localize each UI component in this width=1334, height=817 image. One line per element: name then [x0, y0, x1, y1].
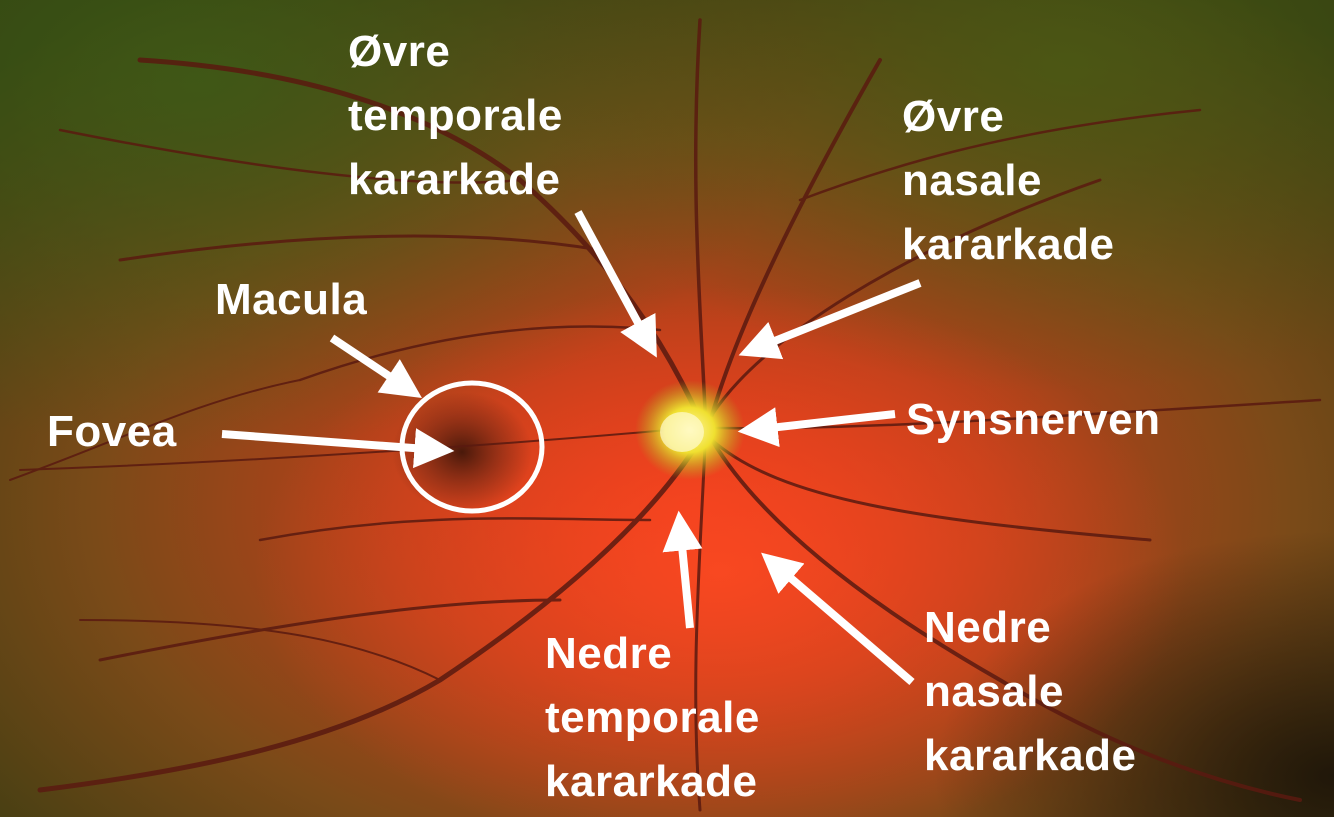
label-line: Fovea: [47, 407, 177, 456]
label-line: Øvre: [902, 92, 1005, 141]
label-upper-temporal-arcade: Øvre temporale kararkade: [348, 20, 563, 212]
label-line: temporale: [545, 693, 760, 742]
label-line: Synsnerven: [906, 395, 1161, 444]
label-fovea: Fovea: [47, 400, 177, 464]
label-lower-temporal-arcade: Nedre temporale kararkade: [545, 622, 760, 814]
label-optic-nerve: Synsnerven: [906, 388, 1160, 452]
label-line: Øvre: [348, 27, 451, 76]
label-line: nasale: [924, 667, 1064, 716]
label-line: kararkade: [348, 155, 561, 204]
label-upper-nasal-arcade: Øvre nasale kararkade: [902, 85, 1114, 277]
label-line: nasale: [902, 156, 1042, 205]
label-line: temporale: [348, 91, 563, 140]
label-line: kararkade: [902, 220, 1115, 269]
label-macula: Macula: [215, 268, 367, 332]
label-line: Nedre: [924, 603, 1052, 652]
label-line: kararkade: [545, 757, 758, 806]
label-lower-nasal-arcade: Nedre nasale kararkade: [924, 596, 1136, 788]
label-line: Macula: [215, 275, 368, 324]
label-line: Nedre: [545, 629, 673, 678]
label-line: kararkade: [924, 731, 1137, 780]
